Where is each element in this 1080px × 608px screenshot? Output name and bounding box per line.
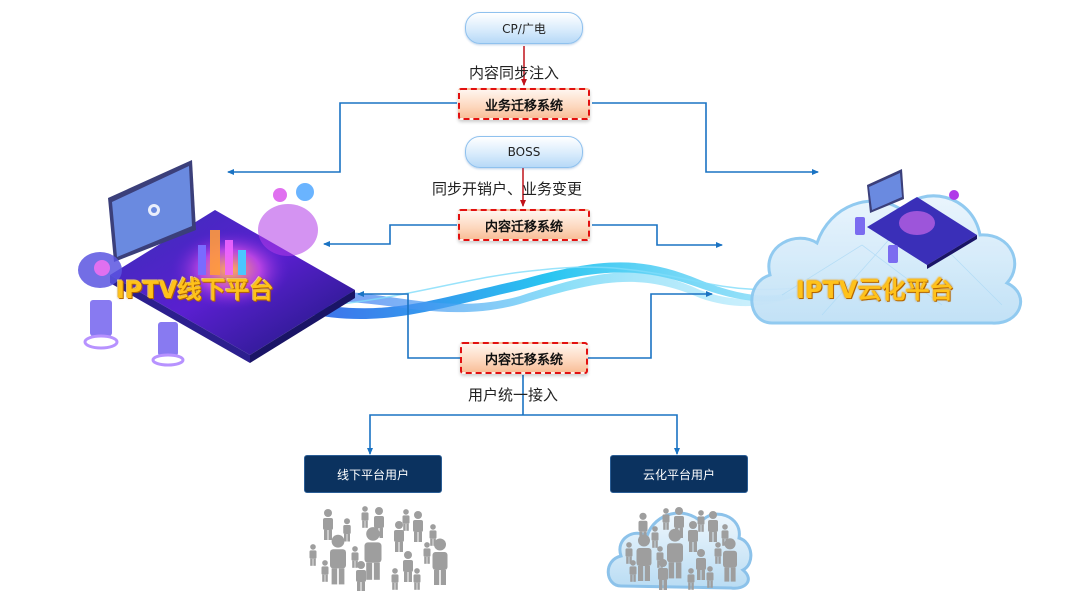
- boss-source-label: BOSS: [507, 145, 541, 159]
- content-bottom-to-offline-connector: [357, 291, 460, 359]
- business-migration-label: 业务迁移系统: [484, 98, 563, 114]
- offline-platform-illustration: [70, 150, 360, 370]
- content-migration-bottom-label: 内容迁移系统: [484, 352, 563, 368]
- content-bottom-to-cloud-connector: [588, 291, 713, 359]
- user-access-label: 用户统一接入: [468, 386, 559, 404]
- offline-users-crowd-icon: [309, 506, 448, 591]
- offline-users-label: 线下平台用户: [336, 467, 409, 482]
- cloud-platform-illustration: [742, 155, 1027, 330]
- cp-source-label: CP/广电: [502, 21, 546, 36]
- cloud-users-crowd-icon: [606, 507, 753, 590]
- content-migration-system-top: 内容迁移系统: [458, 209, 590, 241]
- cloud-platform-title: IPTV云化平台: [796, 276, 954, 304]
- access-to-offline-users-connector: [367, 414, 523, 455]
- business-migration-system: 业务迁移系统: [458, 88, 590, 120]
- content-top-to-offline-connector: [323, 224, 457, 247]
- content-top-to-cloud-connector: [592, 224, 723, 248]
- business-to-cloud-connector: [592, 102, 819, 175]
- content-inject-label: 内容同步注入: [469, 64, 560, 82]
- boss-source-node: BOSS: [465, 136, 583, 168]
- content-migration-top-label: 内容迁移系统: [484, 219, 563, 235]
- cp-source-node: CP/广电: [465, 12, 583, 44]
- cloud-platform-graphic: [750, 169, 1023, 325]
- account-sync-label: 同步开销户、业务变更: [432, 180, 583, 198]
- business-to-offline-connector: [227, 102, 457, 175]
- offline-platform-graphic: [78, 160, 355, 367]
- access-to-cloud-users-connector: [523, 414, 680, 455]
- cloud-users-box: 云化平台用户: [610, 455, 748, 493]
- offline-users-box: 线下平台用户: [304, 455, 442, 493]
- cloud-users-label: 云化平台用户: [642, 467, 715, 482]
- offline-platform-title: IPTV线下平台: [116, 276, 274, 304]
- content-migration-system-bottom: 内容迁移系统: [460, 342, 588, 374]
